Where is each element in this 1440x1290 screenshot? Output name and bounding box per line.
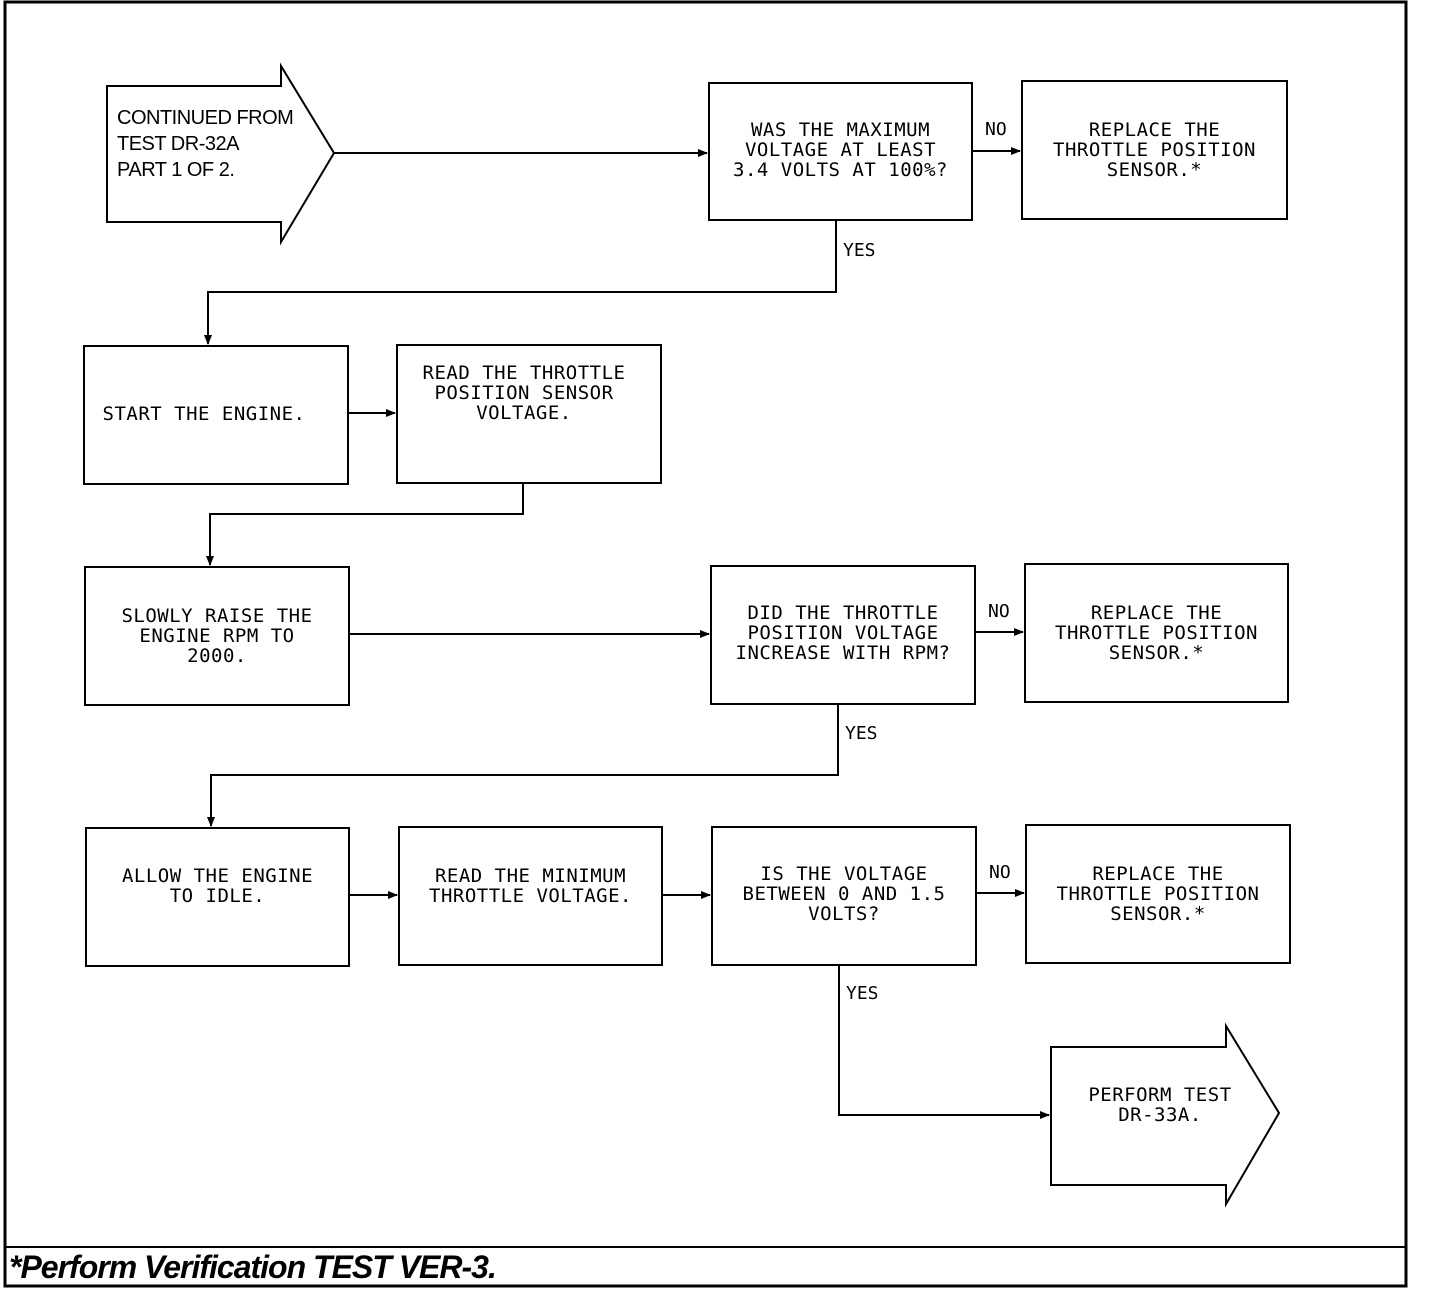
box-start-engine: [83, 345, 349, 485]
text-line: VOLTS?: [808, 903, 880, 925]
box-between-question: [711, 826, 977, 966]
box-read-tps-voltage: [396, 344, 662, 484]
box-replace-sensor-2: [1024, 563, 1289, 703]
box-raise-rpm: [84, 566, 350, 706]
text-line: CONTINUED FROM: [117, 107, 294, 129]
text-line: TEST DR-32A: [117, 133, 239, 155]
text-line: INCREASE WITH RPM?: [735, 642, 951, 664]
edge-label-yes-2: YES: [845, 723, 878, 744]
text-line: SENSOR.*: [1106, 159, 1203, 181]
text-line: ENGINE RPM TO: [139, 625, 295, 647]
text-line: THROTTLE POSITION: [1056, 883, 1260, 905]
text-line: READ THE THROTTLE: [422, 362, 626, 384]
continued-arrow-shape: [106, 62, 336, 246]
box-replace-sensor-3: [1025, 824, 1291, 964]
text-line: REPLACE THE: [1088, 119, 1221, 141]
text-line: REPLACE THE: [1090, 602, 1223, 624]
connector-q1-yes: [204, 220, 837, 345]
perform-test-arrow-shape: [1050, 1022, 1281, 1208]
text-line: READ THE MINIMUM: [434, 865, 627, 887]
connector-q3-yes: [838, 965, 1050, 1119]
outer-frame: [3, 0, 1408, 1288]
text-line: WAS THE MAXIMUM: [750, 119, 931, 141]
text-line: 2000.: [187, 645, 247, 667]
text-line: SLOWLY RAISE THE: [121, 605, 313, 627]
box-read-min-voltage: [398, 826, 663, 966]
text-line: PART 1 OF 2.: [117, 159, 235, 181]
continued-from-text: CONTINUED FROM TEST DR-32A PART 1 OF 2.: [117, 104, 294, 184]
text-line: THROTTLE POSITION: [1055, 622, 1258, 644]
text-line: ALLOW THE ENGINE: [121, 865, 314, 887]
box-increase-question: [710, 565, 976, 705]
start-engine-text: START THE ENGINE.: [84, 403, 324, 425]
text-line: THROTTLE POSITION: [1053, 139, 1256, 161]
text-line: SENSOR.*: [1110, 903, 1206, 925]
edge-label-yes-3: YES: [846, 983, 879, 1004]
text-line: START THE ENGINE.: [102, 403, 306, 425]
text-line: THROTTLE VOLTAGE.: [429, 885, 632, 907]
footnote-text: *Perform Verification TEST VER-3.: [9, 1249, 497, 1285]
edge-label-no-3: NO: [989, 862, 1011, 883]
text-line: IS THE VOLTAGE: [760, 863, 928, 885]
text-line: PERFORM TEST: [1088, 1084, 1232, 1106]
text-line: VOLTAGE.: [476, 402, 572, 424]
text-line: VOLTAGE AT LEAST: [744, 139, 937, 161]
text-line: TO IDLE.: [169, 885, 266, 907]
connector-read-to-raise: [206, 483, 524, 566]
box-allow-idle: [85, 827, 350, 967]
text-line: SENSOR.*: [1108, 642, 1205, 664]
connector-q2-yes: [207, 704, 839, 827]
text-line: 3.4 VOLTS AT 100%?: [733, 159, 948, 181]
text-line: POSITION VOLTAGE: [747, 622, 939, 644]
edge-label-no-1: NO: [985, 119, 1007, 140]
edge-label-yes-1: YES: [843, 240, 876, 261]
text-line: POSITION SENSOR: [434, 382, 614, 404]
text-line: BETWEEN 0 AND 1.5: [742, 883, 946, 905]
text-line: DID THE THROTTLE: [747, 602, 939, 624]
text-line: DR-33A.: [1118, 1104, 1202, 1126]
text-line: REPLACE THE: [1092, 863, 1224, 885]
edge-label-no-2: NO: [988, 601, 1010, 622]
box-replace-sensor-1: [1021, 80, 1288, 220]
